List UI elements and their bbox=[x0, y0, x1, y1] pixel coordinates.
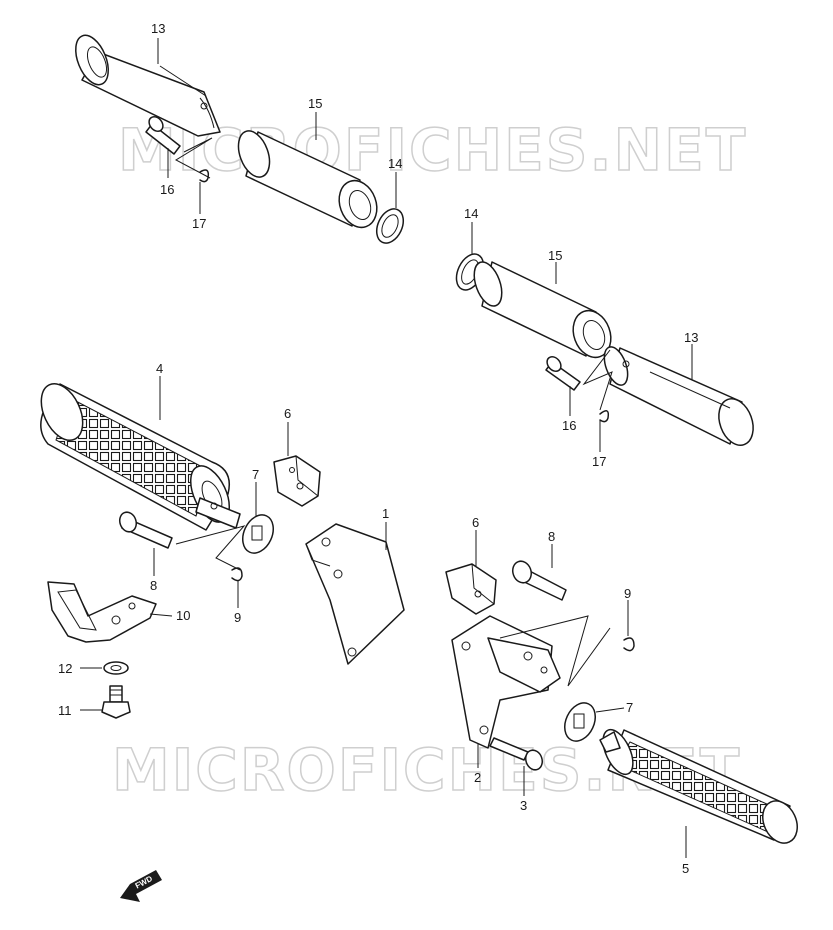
clevis-pin-left bbox=[118, 511, 173, 549]
callout-7-right: 7 bbox=[626, 700, 633, 715]
callout-6-right: 6 bbox=[472, 515, 479, 530]
bolt-3 bbox=[489, 737, 544, 771]
washer-upper bbox=[375, 208, 405, 244]
assembly-line-upper bbox=[174, 137, 213, 179]
clevis-pin-upper bbox=[145, 116, 181, 155]
leader-lines bbox=[80, 38, 693, 858]
callout-15-upper: 15 bbox=[308, 96, 322, 111]
footrest-pin-upper-left bbox=[75, 34, 221, 137]
callout-13-upper: 13 bbox=[151, 21, 165, 36]
footrest-left bbox=[40, 383, 241, 531]
bolt-11 bbox=[101, 685, 131, 719]
callout-3: 3 bbox=[520, 798, 527, 813]
footrest-pin-right bbox=[603, 346, 754, 446]
washer-square-left bbox=[242, 514, 274, 554]
assembly-line-right-lower bbox=[499, 615, 611, 687]
callout-7-left: 7 bbox=[252, 467, 259, 482]
clip-right-lower bbox=[623, 637, 635, 652]
callout-16-right: 16 bbox=[562, 418, 576, 433]
bracket-spacer-left bbox=[273, 455, 321, 507]
callout-16-upper: 16 bbox=[160, 182, 174, 197]
callout-17-right: 17 bbox=[592, 454, 606, 469]
callout-1: 1 bbox=[382, 506, 389, 521]
callout-9-right: 9 bbox=[624, 586, 631, 601]
heel-plate bbox=[47, 581, 157, 643]
watermark-top: MICROFICHES.NET bbox=[118, 116, 747, 184]
callout-14-right: 14 bbox=[464, 206, 478, 221]
callout-12: 12 bbox=[58, 661, 72, 676]
callout-6-left: 6 bbox=[284, 406, 291, 421]
callout-10: 10 bbox=[176, 608, 190, 623]
footrest-bracket-left bbox=[305, 523, 405, 665]
callout-9-left: 9 bbox=[234, 610, 241, 625]
clevis-pin-right-lower bbox=[511, 560, 567, 601]
clip-left bbox=[231, 567, 243, 582]
footrest-bracket-right bbox=[451, 615, 561, 749]
forward-arrow-icon: FWD bbox=[120, 870, 162, 902]
callout-15-right: 15 bbox=[548, 248, 562, 263]
callout-8-right: 8 bbox=[548, 529, 555, 544]
washer-square-right bbox=[564, 702, 596, 742]
assembly-line-left bbox=[175, 525, 246, 571]
callout-11: 11 bbox=[58, 703, 72, 718]
footrest-right bbox=[599, 728, 798, 844]
callout-8-left: 8 bbox=[150, 578, 157, 593]
callout-4: 4 bbox=[156, 361, 163, 376]
clip-upper bbox=[199, 169, 210, 183]
callout-5: 5 bbox=[682, 861, 689, 876]
rubber-grip-upper bbox=[237, 130, 378, 229]
washer-12 bbox=[103, 661, 129, 675]
clip-right bbox=[599, 410, 610, 423]
washer-12-hole bbox=[110, 665, 122, 671]
callout-2: 2 bbox=[474, 770, 481, 785]
assembly-line-right bbox=[582, 349, 613, 411]
callouts: 13 15 14 16 17 14 15 13 16 17 4 6 7 1 8 … bbox=[58, 21, 698, 876]
callout-14-upper: 14 bbox=[388, 156, 402, 171]
rubber-grip-right bbox=[473, 261, 612, 359]
callout-13-right: 13 bbox=[684, 330, 698, 345]
clevis-pin-right bbox=[545, 356, 581, 391]
callout-17-upper: 17 bbox=[192, 216, 206, 231]
bracket-spacer-right bbox=[445, 563, 497, 615]
